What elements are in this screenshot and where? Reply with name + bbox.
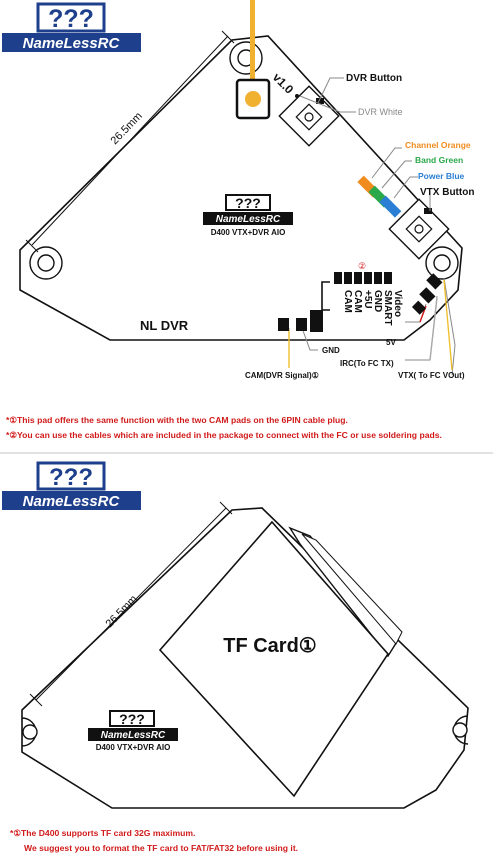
mounting-hole-bottom-left bbox=[21, 717, 38, 747]
pad-name-smart: SMART bbox=[382, 290, 393, 326]
power-label: Power Blue bbox=[418, 171, 465, 181]
dimension-line-top bbox=[25, 30, 235, 253]
band-label: Band Green bbox=[415, 155, 463, 165]
silk-label: NL DVR bbox=[140, 318, 189, 333]
gnd-label: GND bbox=[322, 346, 340, 355]
mounting-hole-top-right bbox=[425, 246, 459, 280]
dimension-line-bottom bbox=[29, 501, 233, 707]
brand-mark-bottom: ??? bbox=[49, 464, 93, 491]
pad-name-cam2: CAM bbox=[342, 290, 353, 313]
irc-label: IRC(To FC TX) bbox=[340, 359, 394, 368]
dvr-white-led bbox=[295, 94, 299, 98]
callout-lines-top bbox=[288, 77, 456, 376]
vtx-label: VTX( To FC VOut) bbox=[398, 371, 465, 380]
tf-card-label: TF Card① bbox=[223, 635, 317, 657]
gnd-pad bbox=[296, 318, 307, 331]
pad-name-video: Video bbox=[392, 290, 403, 317]
board-logo-top: ??? NameLessRC D400 VTX+DVR AIO bbox=[203, 194, 293, 237]
board-logo-mark-bottom: ??? bbox=[119, 711, 145, 727]
note-bottom-1: *①The D400 supports TF card 32G maximum. bbox=[10, 828, 196, 838]
pad-name-gnd: GND bbox=[372, 290, 383, 312]
board-logo-bottom: ??? NameLessRC D400 VTX+DVR AIO bbox=[88, 710, 178, 752]
module-label-bottom: D400 VTX+DVR AIO bbox=[96, 743, 171, 752]
cam-label: CAM(DVR Signal)① bbox=[245, 371, 319, 380]
dvr-button bbox=[278, 85, 340, 147]
pad-names: Video SMART GND +5U CAM CAM bbox=[342, 290, 403, 326]
board-logo-name-top: NameLessRC bbox=[216, 214, 281, 225]
brand-mark: ??? bbox=[48, 5, 94, 33]
pcb-outline-bottom bbox=[21, 507, 469, 809]
vtx-button-label: VTX Button bbox=[420, 187, 474, 198]
pad-name-5v: +5U bbox=[362, 290, 373, 309]
mounting-hole-top-apex bbox=[229, 41, 263, 75]
vtx-lead bbox=[443, 279, 453, 371]
note-top-1: *①This pad offers the same function with… bbox=[6, 415, 348, 425]
antenna-wire bbox=[250, 0, 255, 102]
mounting-hole-bottom-right bbox=[452, 715, 469, 745]
brand-name-bottom: NameLessRC bbox=[23, 493, 121, 510]
pad-number-label: ② bbox=[358, 261, 366, 271]
note-top-2: *②You can use the cables which are inclu… bbox=[6, 430, 442, 440]
pad-name-cam1: CAM bbox=[352, 290, 363, 313]
six-pin-pads: ② bbox=[321, 261, 392, 311]
five-v-label: 5V bbox=[386, 338, 396, 347]
cam-pad bbox=[278, 318, 289, 331]
mounting-hole-top-left bbox=[29, 246, 63, 280]
channel-label: Channel Orange bbox=[405, 140, 471, 150]
dimension-label-bottom: 26.5mm bbox=[104, 593, 140, 630]
version-label: v1.0 bbox=[270, 70, 297, 97]
board-logo-name-bottom: NameLessRC bbox=[101, 730, 166, 741]
wire-pads bbox=[357, 175, 402, 218]
module-label-top: D400 VTX+DVR AIO bbox=[211, 228, 286, 237]
brand-logo-top: ??? NameLessRC bbox=[2, 2, 141, 52]
dvr-white-label: DVR White bbox=[358, 107, 403, 117]
tf-card-slot bbox=[158, 520, 403, 798]
irc-lead bbox=[429, 297, 438, 361]
brand-name: NameLessRC bbox=[23, 35, 121, 52]
dvr-button-label: DVR Button bbox=[346, 73, 402, 84]
vtx-button bbox=[388, 198, 450, 260]
vtx-side-pads bbox=[411, 273, 443, 315]
pad-bar bbox=[310, 310, 323, 332]
dimension-label-top: 26.5mm bbox=[109, 110, 145, 147]
pad-blue bbox=[379, 195, 402, 218]
brand-logo-bottom: ??? NameLessRC bbox=[2, 461, 141, 510]
antenna-solder bbox=[245, 91, 261, 107]
board-logo-mark-top: ??? bbox=[235, 195, 261, 211]
note-bottom-2: We suggest you to format the TF card to … bbox=[24, 843, 299, 853]
